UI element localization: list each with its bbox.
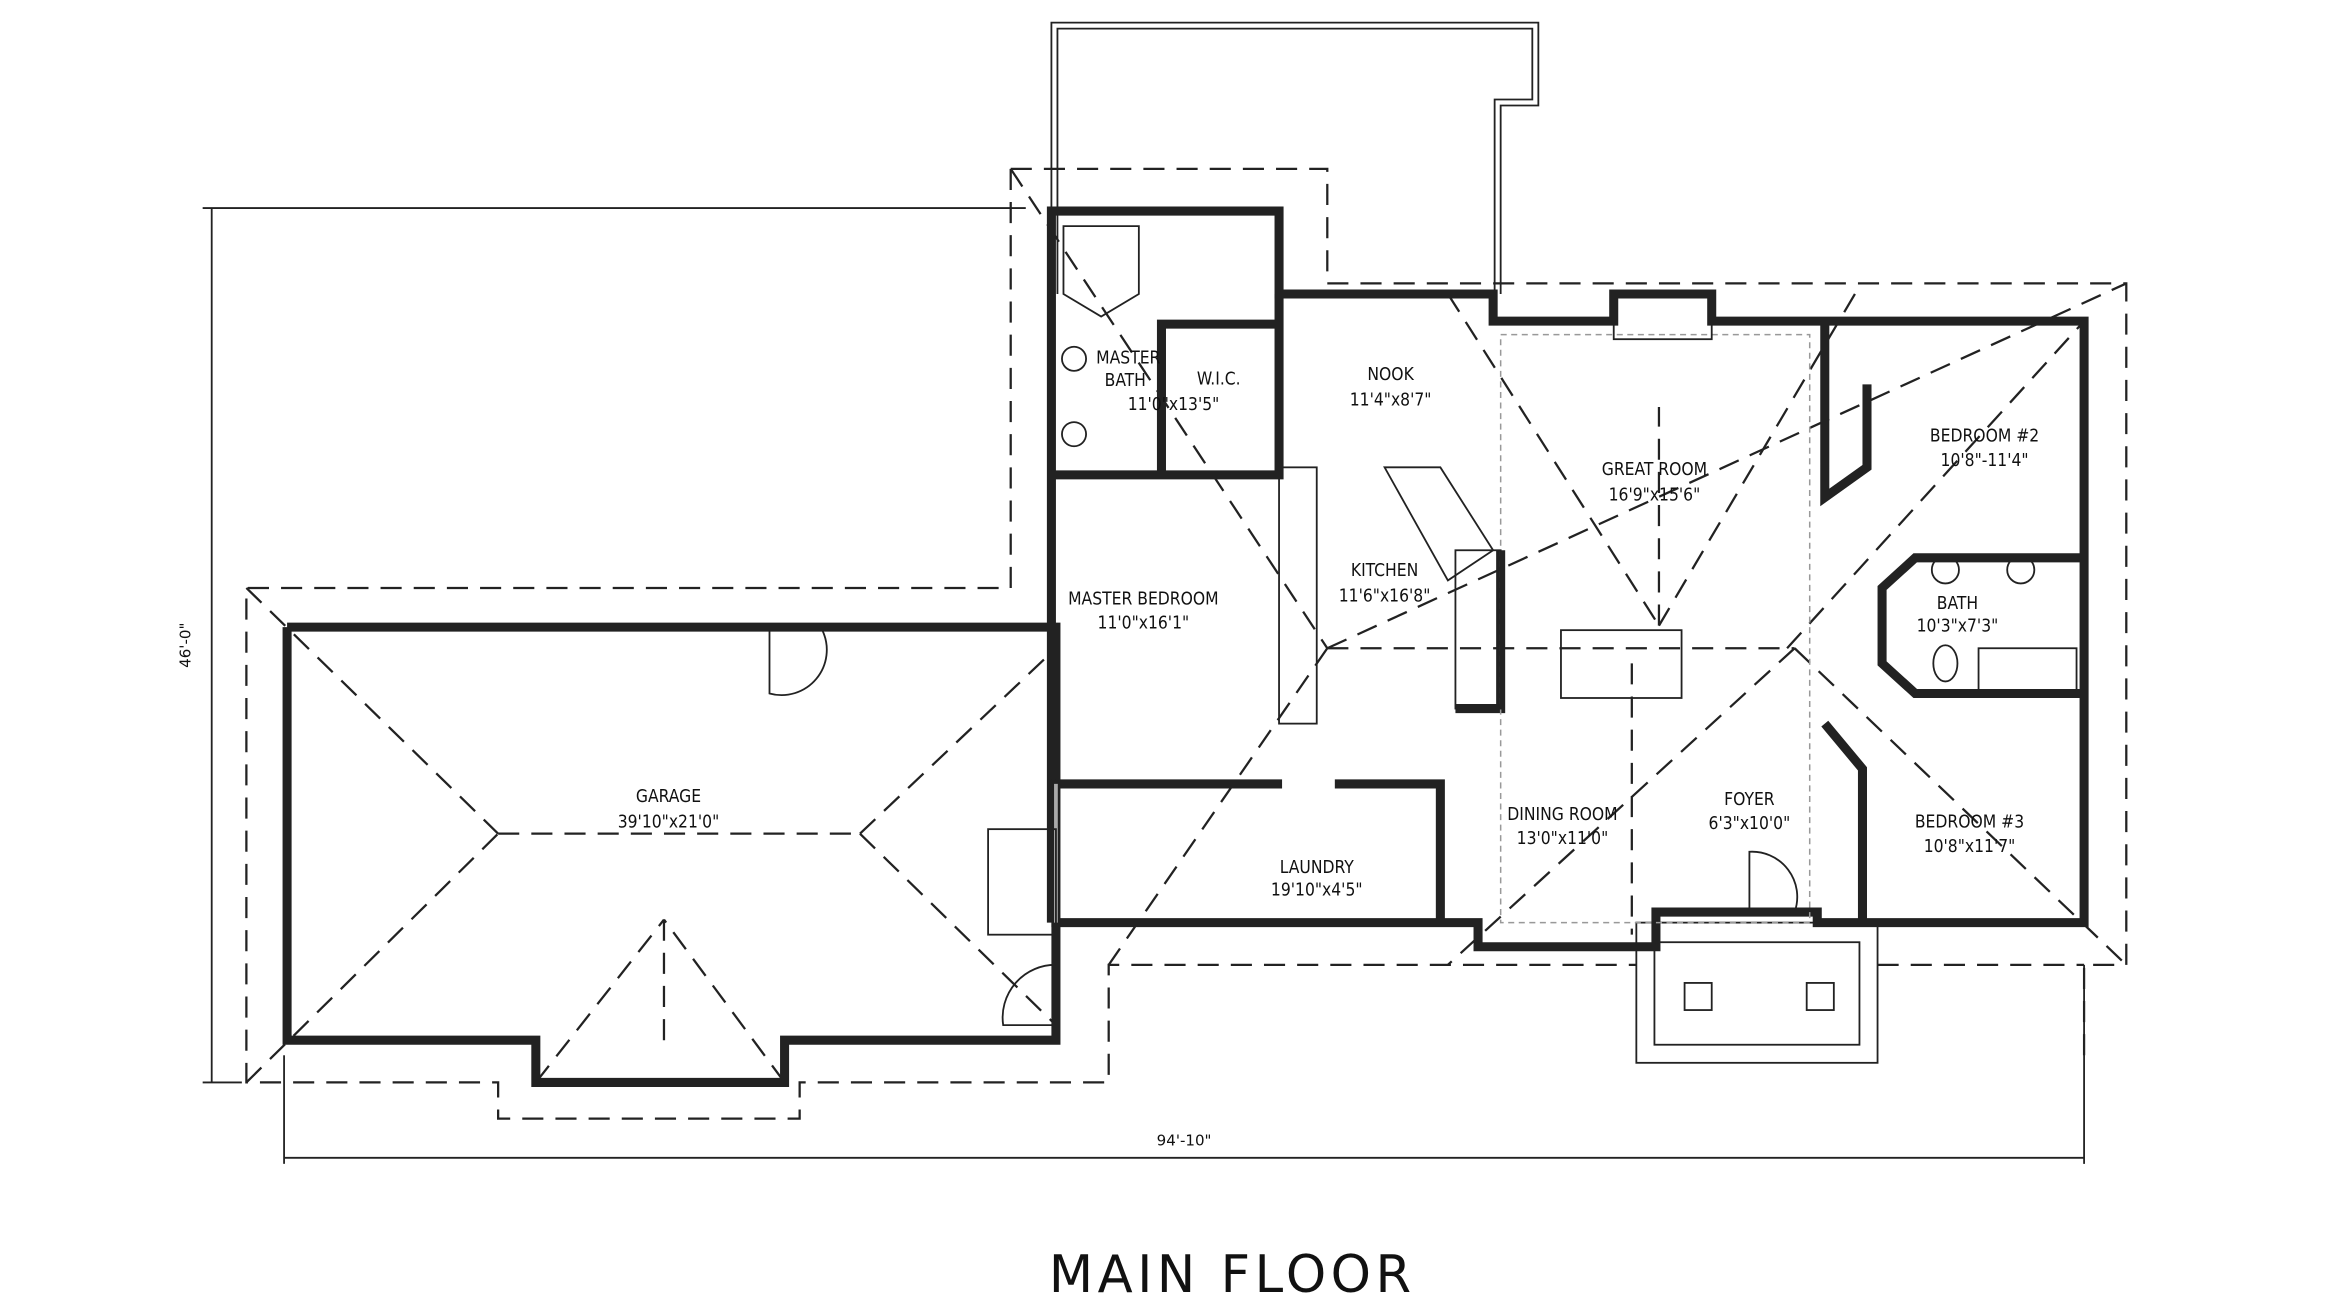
dining-room-label: DINING ROOM bbox=[1507, 805, 1617, 825]
width-dimension-label: 94'-10" bbox=[1157, 1132, 1212, 1150]
nook-size: 11'4"x8'7" bbox=[1350, 391, 1432, 411]
dining-room-size: 13'0"x11'0" bbox=[1517, 829, 1609, 849]
garage-size: 39'10"x21'0" bbox=[618, 813, 720, 833]
bath-label: BATH bbox=[1937, 594, 1978, 614]
exterior-walls bbox=[282, 206, 2089, 1087]
foyer-size: 6'3"x10'0" bbox=[1709, 814, 1791, 834]
bath-size: 10'3"x7'3" bbox=[1917, 617, 1999, 637]
laundry-size: 19'10"x4'5" bbox=[1271, 880, 1363, 900]
great-room-label: GREAT ROOM bbox=[1602, 460, 1707, 480]
wic-label: W.I.C. bbox=[1197, 369, 1241, 389]
garage-label: GARAGE bbox=[636, 787, 701, 807]
dimension-width: 94'-10" bbox=[283, 964, 2085, 1164]
depth-dimension-label: 46'-0" bbox=[177, 623, 195, 668]
master-bath-label: MASTER bbox=[1096, 348, 1160, 368]
bedroom2-size: 10'8"-11'4" bbox=[1941, 451, 2029, 471]
bedroom3-label: BEDROOM #3 bbox=[1915, 813, 2024, 833]
great-room-size: 16'9"x15'6" bbox=[1609, 486, 1701, 506]
master-bath-label-2: BATH bbox=[1105, 371, 1146, 391]
master-bath-size: 11'0"x13'5" bbox=[1128, 395, 1220, 415]
dimension-depth: 46'-0" bbox=[177, 207, 1026, 1084]
master-bedroom-size: 11'0"x16'1" bbox=[1098, 614, 1190, 634]
laundry-label: LAUNDRY bbox=[1280, 858, 1355, 878]
interior-details bbox=[768, 225, 2078, 1064]
foyer-label: FOYER bbox=[1724, 790, 1775, 810]
rear-deck bbox=[1050, 21, 1540, 294]
kitchen-size: 11'6"x16'8" bbox=[1339, 587, 1431, 607]
kitchen-label: KITCHEN bbox=[1351, 561, 1418, 581]
nook-label: NOOK bbox=[1367, 365, 1414, 385]
master-bedroom-label: MASTER BEDROOM bbox=[1068, 590, 1219, 610]
plan-title: MAIN FLOOR bbox=[1049, 1245, 1416, 1298]
bedroom2-label: BEDROOM #2 bbox=[1930, 427, 2039, 447]
roof-outline bbox=[245, 167, 2128, 1120]
bedroom3-size: 10'8"x11'7" bbox=[1924, 837, 2016, 857]
